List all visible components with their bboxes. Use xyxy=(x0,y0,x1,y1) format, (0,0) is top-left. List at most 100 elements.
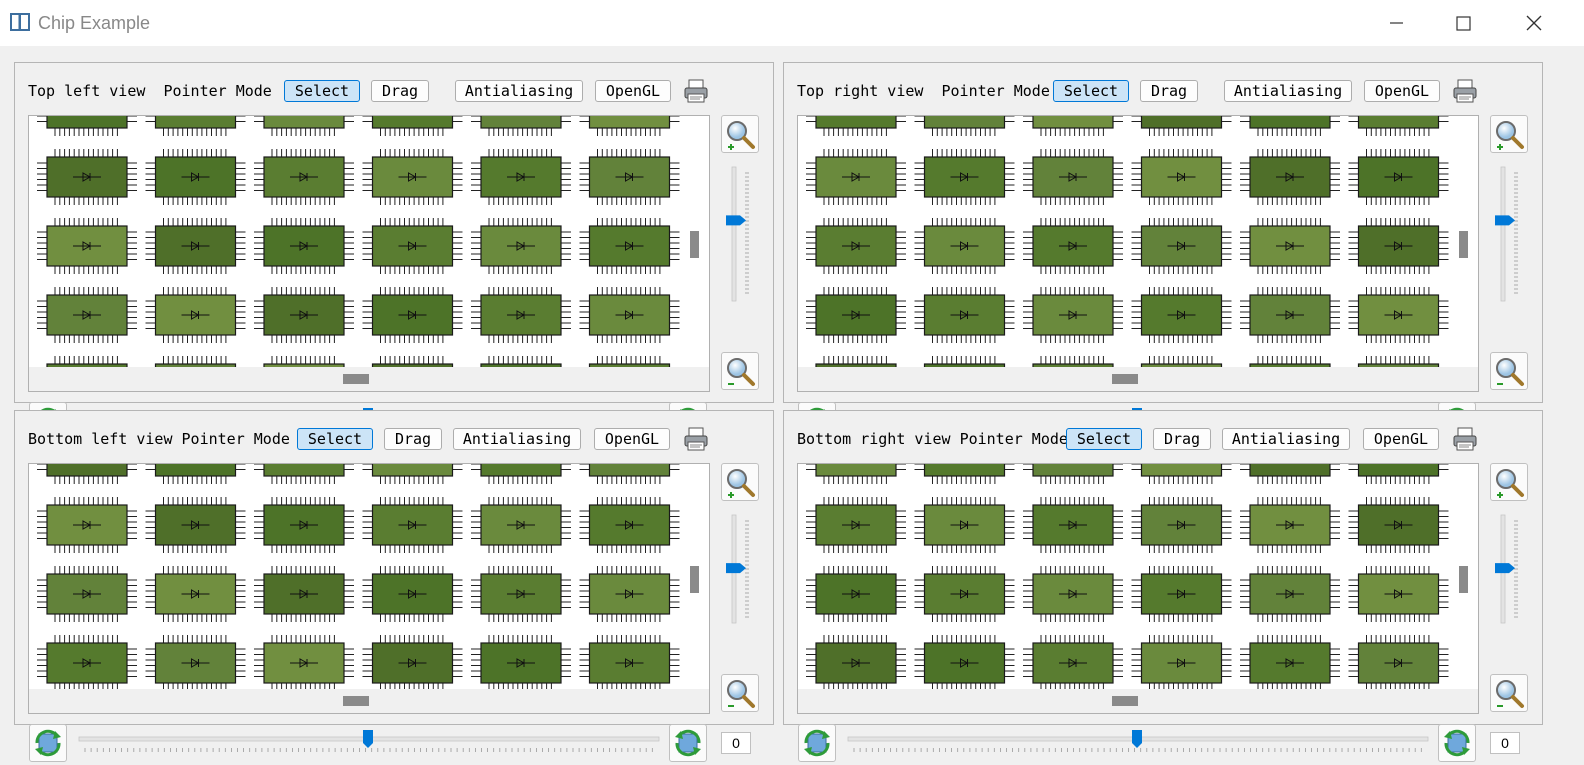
vertical-scrollbar[interactable] xyxy=(1450,116,1478,369)
antialiasing-toggle[interactable]: Antialiasing xyxy=(1224,80,1352,102)
chip[interactable] xyxy=(915,464,1015,484)
chip[interactable] xyxy=(254,218,354,274)
horizontal-scrollbar[interactable] xyxy=(798,689,1478,713)
chip[interactable] xyxy=(1132,116,1232,136)
vertical-scrollbar[interactable] xyxy=(1450,464,1478,691)
opengl-toggle[interactable]: OpenGL xyxy=(1364,80,1440,102)
rotate-left-button[interactable] xyxy=(798,724,836,762)
chip[interactable] xyxy=(146,464,246,484)
zoom-slider[interactable] xyxy=(726,163,754,309)
chip[interactable] xyxy=(915,635,1015,691)
drag-mode-button[interactable]: Drag xyxy=(1140,80,1198,102)
vertical-scroll-thumb[interactable] xyxy=(1459,566,1468,593)
opengl-toggle[interactable]: OpenGL xyxy=(595,80,671,102)
chip[interactable] xyxy=(1240,287,1340,343)
chip[interactable] xyxy=(1349,497,1449,553)
chip-graphics-view[interactable] xyxy=(28,463,710,714)
zoom-out-button[interactable] xyxy=(1490,352,1528,390)
rotate-right-button[interactable] xyxy=(1438,724,1476,762)
chip[interactable] xyxy=(1023,635,1123,691)
chip[interactable] xyxy=(580,218,680,274)
horizontal-scrollbar[interactable] xyxy=(29,367,709,391)
rotation-value-field[interactable]: 0 xyxy=(721,732,751,754)
horizontal-scroll-thumb[interactable] xyxy=(1112,696,1138,706)
chip[interactable] xyxy=(580,149,680,205)
chip[interactable] xyxy=(146,635,246,691)
chip[interactable] xyxy=(146,149,246,205)
horizontal-scroll-thumb[interactable] xyxy=(343,374,369,384)
chip[interactable] xyxy=(471,149,571,205)
minimize-button[interactable] xyxy=(1376,8,1416,38)
chip[interactable] xyxy=(37,116,137,136)
zoom-slider[interactable] xyxy=(1495,511,1523,631)
zoom-slider[interactable] xyxy=(726,511,754,631)
chip[interactable] xyxy=(915,566,1015,622)
chip[interactable] xyxy=(363,566,463,622)
zoom-out-button[interactable] xyxy=(721,674,759,712)
drag-mode-button[interactable]: Drag xyxy=(371,80,429,102)
zoom-out-button[interactable] xyxy=(1490,674,1528,712)
chip[interactable] xyxy=(363,149,463,205)
chip[interactable] xyxy=(806,464,906,484)
select-mode-button[interactable]: Select xyxy=(284,80,360,102)
chip[interactable] xyxy=(1023,464,1123,484)
chip[interactable] xyxy=(1349,635,1449,691)
chip[interactable] xyxy=(471,287,571,343)
chip[interactable] xyxy=(1132,497,1232,553)
chip[interactable] xyxy=(580,497,680,553)
chip[interactable] xyxy=(1023,218,1123,274)
chip[interactable] xyxy=(363,287,463,343)
vertical-scroll-thumb[interactable] xyxy=(690,231,699,258)
chip[interactable] xyxy=(363,218,463,274)
chip[interactable] xyxy=(363,635,463,691)
chip[interactable] xyxy=(254,287,354,343)
chip[interactable] xyxy=(37,287,137,343)
chip[interactable] xyxy=(471,497,571,553)
chip[interactable] xyxy=(363,116,463,136)
chip[interactable] xyxy=(1240,497,1340,553)
rotate-slider[interactable] xyxy=(846,728,1430,758)
rotate-left-button[interactable] xyxy=(29,724,67,762)
horizontal-scrollbar[interactable] xyxy=(798,367,1478,391)
chip[interactable] xyxy=(1349,149,1449,205)
vertical-scrollbar[interactable] xyxy=(681,116,709,369)
chip[interactable] xyxy=(254,116,354,136)
vertical-scroll-thumb[interactable] xyxy=(1459,231,1468,258)
chip-graphics-view[interactable] xyxy=(28,115,710,392)
chip[interactable] xyxy=(1349,116,1449,136)
chip[interactable] xyxy=(806,149,906,205)
chip[interactable] xyxy=(1132,566,1232,622)
chip[interactable] xyxy=(1349,218,1449,274)
zoom-in-button[interactable] xyxy=(1490,463,1528,501)
chip[interactable] xyxy=(254,635,354,691)
chip[interactable] xyxy=(146,497,246,553)
rotate-slider[interactable] xyxy=(77,728,661,758)
opengl-toggle[interactable]: OpenGL xyxy=(594,428,670,450)
chip[interactable] xyxy=(1023,497,1123,553)
chip[interactable] xyxy=(915,287,1015,343)
chip[interactable] xyxy=(37,566,137,622)
chip-graphics-view[interactable] xyxy=(797,115,1479,392)
print-button[interactable] xyxy=(682,425,710,453)
print-button[interactable] xyxy=(1451,425,1479,453)
rotation-value-field[interactable]: 0 xyxy=(1490,732,1520,754)
chip[interactable] xyxy=(254,497,354,553)
chip[interactable] xyxy=(915,497,1015,553)
chip[interactable] xyxy=(1132,464,1232,484)
chip[interactable] xyxy=(1349,464,1449,484)
chip[interactable] xyxy=(1349,566,1449,622)
opengl-toggle[interactable]: OpenGL xyxy=(1363,428,1439,450)
drag-mode-button[interactable]: Drag xyxy=(1153,428,1211,450)
zoom-out-button[interactable] xyxy=(721,352,759,390)
select-mode-button[interactable]: Select xyxy=(297,428,373,450)
antialiasing-toggle[interactable]: Antialiasing xyxy=(455,80,583,102)
vertical-scrollbar[interactable] xyxy=(681,464,709,691)
chip[interactable] xyxy=(471,116,571,136)
chip[interactable] xyxy=(1240,149,1340,205)
zoom-in-button[interactable] xyxy=(1490,115,1528,153)
print-button[interactable] xyxy=(1451,77,1479,105)
chip[interactable] xyxy=(1132,218,1232,274)
chip[interactable] xyxy=(1349,287,1449,343)
zoom-slider[interactable] xyxy=(1495,163,1523,309)
chip[interactable] xyxy=(1240,635,1340,691)
